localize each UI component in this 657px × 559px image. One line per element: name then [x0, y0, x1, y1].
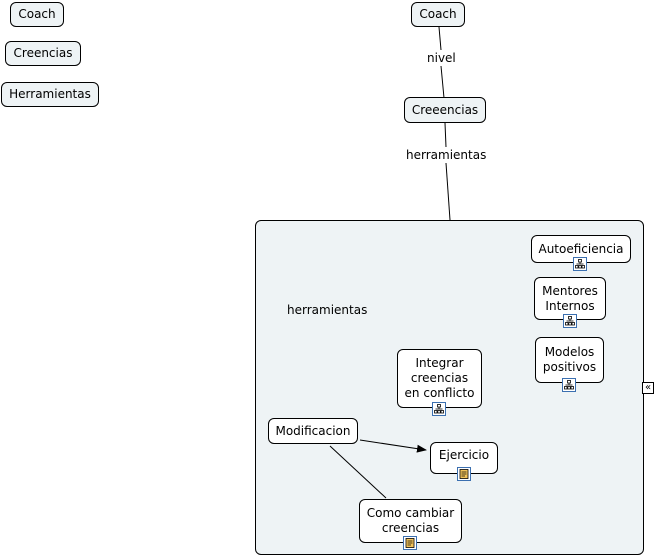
document-icon[interactable] — [457, 467, 471, 481]
node-mentores-line-1: Mentores — [542, 283, 598, 298]
link-label-nivel: nivel — [425, 51, 458, 65]
node-como-cambiar-creencias[interactable]: Como cambiar creencias — [359, 499, 462, 543]
legend-coach[interactable]: Coach — [10, 2, 64, 27]
document-icon[interactable] — [403, 536, 417, 550]
concept-map-icon[interactable] — [562, 378, 576, 392]
concept-map-icon[interactable] — [573, 257, 587, 271]
node-integrar-line-2: creencias — [410, 371, 469, 385]
node-integrar-line-1: Integrar — [415, 356, 464, 370]
node-integrar-line-3: en conflicto — [404, 386, 475, 400]
node-como-line-1: Como cambiar — [366, 506, 455, 520]
node-modelos-line-2: positivos — [542, 360, 597, 374]
link-coach-nivel — [438, 26, 442, 51]
legend-creencias[interactable]: Creencias — [5, 41, 81, 66]
node-creeencias[interactable]: Creeencias — [404, 97, 486, 123]
node-modelos-line-1: Modelos — [544, 345, 595, 359]
node-mentores-internos[interactable]: Mentores Internos — [534, 277, 606, 320]
legend-herramientas[interactable]: Herramientas — [1, 82, 99, 107]
node-mentores-line-2: Internos — [545, 298, 595, 313]
double-chevron-left-icon[interactable]: « — [642, 382, 654, 394]
concept-map-icon[interactable] — [432, 402, 446, 416]
node-modificacion[interactable]: Modificacion — [268, 418, 358, 444]
link-nivel-creeencias — [440, 65, 445, 99]
link-herramientas-container — [445, 162, 451, 221]
node-integrar-creencias[interactable]: Integrar creencias en conflicto — [397, 349, 482, 408]
link-creeencias-herramientas — [444, 122, 447, 148]
node-coach[interactable]: Coach — [411, 2, 465, 27]
container-title: herramientas — [287, 303, 368, 317]
node-como-line-2: creencias — [381, 521, 440, 535]
link-label-herramientas: herramientas — [404, 148, 489, 162]
node-modelos-positivos[interactable]: Modelos positivos — [535, 337, 604, 383]
concept-map-icon[interactable] — [563, 314, 577, 328]
